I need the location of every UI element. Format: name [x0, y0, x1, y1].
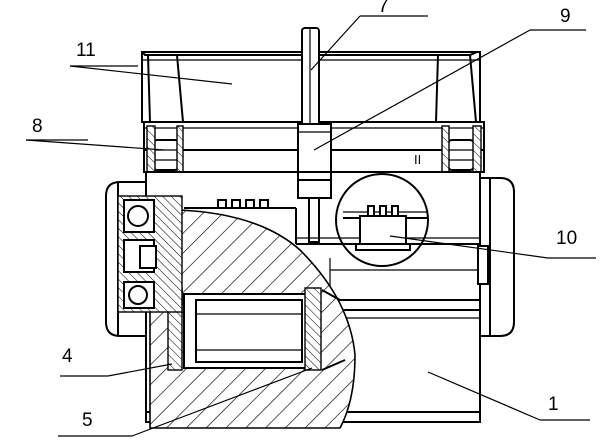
label-9: 9 — [560, 6, 571, 27]
label-10: 10 — [556, 228, 577, 249]
vertical-shaft — [301, 27, 320, 127]
detail-mark: II — [414, 152, 421, 167]
section-cutaway — [149, 209, 356, 429]
label-8: 8 — [32, 116, 43, 137]
slider-block — [297, 123, 332, 243]
label-5: 5 — [82, 410, 93, 431]
label-7: 7 — [378, 0, 389, 17]
label-11: 11 — [76, 40, 96, 61]
part-labels: 7 9 11 8 10 4 5 1 — [32, 0, 577, 431]
label-4: 4 — [62, 346, 73, 367]
leader-lines — [25, 15, 596, 437]
detail-circle: II — [335, 152, 429, 267]
label-1: 1 — [548, 394, 559, 415]
left-bearing — [117, 195, 183, 313]
